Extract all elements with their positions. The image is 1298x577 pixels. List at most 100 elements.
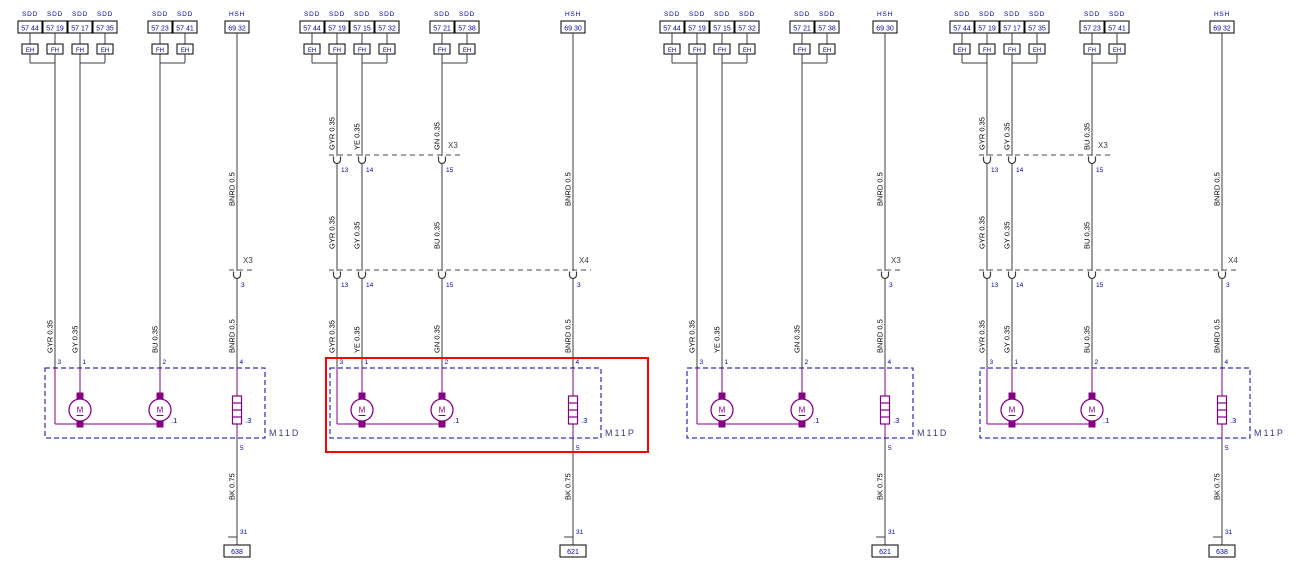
- inline-connector-code: FH: [333, 48, 341, 54]
- pin-number: 14: [1016, 167, 1024, 174]
- harness-code: SDD: [664, 11, 680, 18]
- wire-number: 57 17: [71, 26, 89, 33]
- wire-color-label: BNRD 0.5: [564, 319, 573, 353]
- inline-connector-code: FH: [693, 48, 701, 54]
- motor-terminal: [798, 392, 806, 400]
- harness-code: SDD: [379, 11, 395, 18]
- wire-break: [571, 271, 575, 278]
- connector-label: X3: [891, 256, 901, 265]
- wire-color-label: GYR 0.35: [328, 320, 337, 353]
- wire-number: 57 32: [738, 26, 756, 33]
- motor-terminal: [1088, 392, 1096, 400]
- motor-letter: M: [439, 406, 446, 415]
- inline-connector-code: EH: [308, 48, 316, 54]
- wire-number: 57 41: [1108, 26, 1126, 33]
- pin-number: 1: [1015, 359, 1019, 366]
- inline-connector-code: EH: [383, 48, 391, 54]
- motor-terminal: [76, 392, 84, 400]
- motor-terminal: [76, 420, 84, 428]
- motor-terminal: [156, 420, 164, 428]
- wire-color-label: GY 0.35: [1003, 222, 1012, 249]
- harness-code: HSH: [229, 11, 245, 18]
- wire-number: 57 19: [46, 26, 64, 33]
- wire-number: 57 19: [328, 26, 346, 33]
- inline-connector-code: FH: [358, 48, 366, 54]
- wire-color-label: BNRD 0.5: [1213, 172, 1222, 206]
- harness-code: HSH: [1214, 11, 1230, 18]
- connector-pin-symbol: [880, 271, 890, 280]
- wire-color-label: BK 0.75: [876, 473, 885, 500]
- pin-number: 15: [1096, 282, 1104, 289]
- connector-pin-symbol: [437, 271, 447, 280]
- harness-code: SDD: [304, 11, 320, 18]
- wire-number: 57 21: [433, 26, 451, 33]
- inline-connector-code: EH: [101, 48, 109, 54]
- wire-break: [440, 271, 444, 278]
- ground-pin-number: 31: [1225, 529, 1233, 536]
- pin-number: 13: [991, 167, 999, 174]
- component-sub-label: .3: [893, 416, 899, 425]
- harness-code: SDD: [22, 11, 38, 18]
- wire-break: [1010, 271, 1014, 278]
- wire-number: 57 35: [96, 26, 114, 33]
- pin-number: 15: [446, 167, 454, 174]
- motor-terminal: [1008, 392, 1016, 400]
- component-sub-label: .1: [1103, 416, 1109, 425]
- wire-color-label: BU 0.35: [1083, 326, 1092, 353]
- harness-code: SDD: [739, 11, 755, 18]
- connector-pin-symbol: [1087, 271, 1097, 280]
- wire-color-label: BU 0.35: [1083, 123, 1092, 150]
- connector-label: X4: [1228, 256, 1238, 265]
- motor-terminal: [1088, 420, 1096, 428]
- motor-letter: M: [1009, 406, 1016, 415]
- wire-break: [985, 271, 989, 278]
- pin-number: 5: [576, 445, 580, 452]
- pin-number: 2: [805, 359, 809, 366]
- pin-number: 14: [366, 282, 374, 289]
- wire-number: 69 30: [564, 26, 582, 33]
- pin-number: 1: [365, 359, 369, 366]
- component-sub-label: .3: [581, 416, 587, 425]
- harness-code: SDD: [1084, 11, 1100, 18]
- harness-code: HSH: [877, 11, 893, 18]
- motor-terminal: [798, 420, 806, 428]
- wire-color-label: BNRD 0.5: [228, 319, 237, 353]
- wire-number: 57 44: [953, 26, 971, 33]
- wire-number: 57 44: [303, 26, 321, 33]
- wire-number: 69 30: [876, 26, 894, 33]
- wire-number: 57 35: [1028, 26, 1046, 33]
- pin-number: 4: [576, 359, 580, 366]
- pin-number: 1: [725, 359, 729, 366]
- wire-number: 57 23: [1083, 26, 1101, 33]
- wire-break: [883, 271, 887, 278]
- connector-label: X4: [579, 256, 589, 265]
- wire-number: 57 23: [151, 26, 169, 33]
- wire-number: 69 32: [228, 26, 246, 33]
- wire-break: [985, 156, 989, 163]
- pin-number: 3: [340, 359, 344, 366]
- motor-letter: M: [77, 406, 84, 415]
- motor-terminal: [358, 420, 366, 428]
- component-sub-label: .1: [453, 416, 459, 425]
- inline-connector-code: EH: [181, 48, 189, 54]
- harness-code: SDD: [354, 11, 370, 18]
- pin-number: 3: [241, 282, 245, 289]
- component-name: M11D: [269, 428, 300, 438]
- wire-number: 57 38: [458, 26, 476, 33]
- wire-break: [1090, 156, 1094, 163]
- pin-number: 3: [889, 282, 893, 289]
- component-box: [329, 367, 602, 439]
- wire-color-label: GYR 0.35: [328, 216, 337, 249]
- ground-pin-number: 31: [576, 529, 584, 536]
- motor-letter: M: [1089, 406, 1096, 415]
- inline-connector-code: EH: [823, 48, 831, 54]
- ground-code: 638: [1216, 549, 1228, 556]
- motor-letter: M: [359, 406, 366, 415]
- harness-code: SDD: [72, 11, 88, 18]
- wire-number: 57 17: [1003, 26, 1021, 33]
- pin-number: 2: [445, 359, 449, 366]
- inline-connector-code: EH: [1033, 48, 1041, 54]
- wire-color-label: BK 0.75: [564, 473, 573, 500]
